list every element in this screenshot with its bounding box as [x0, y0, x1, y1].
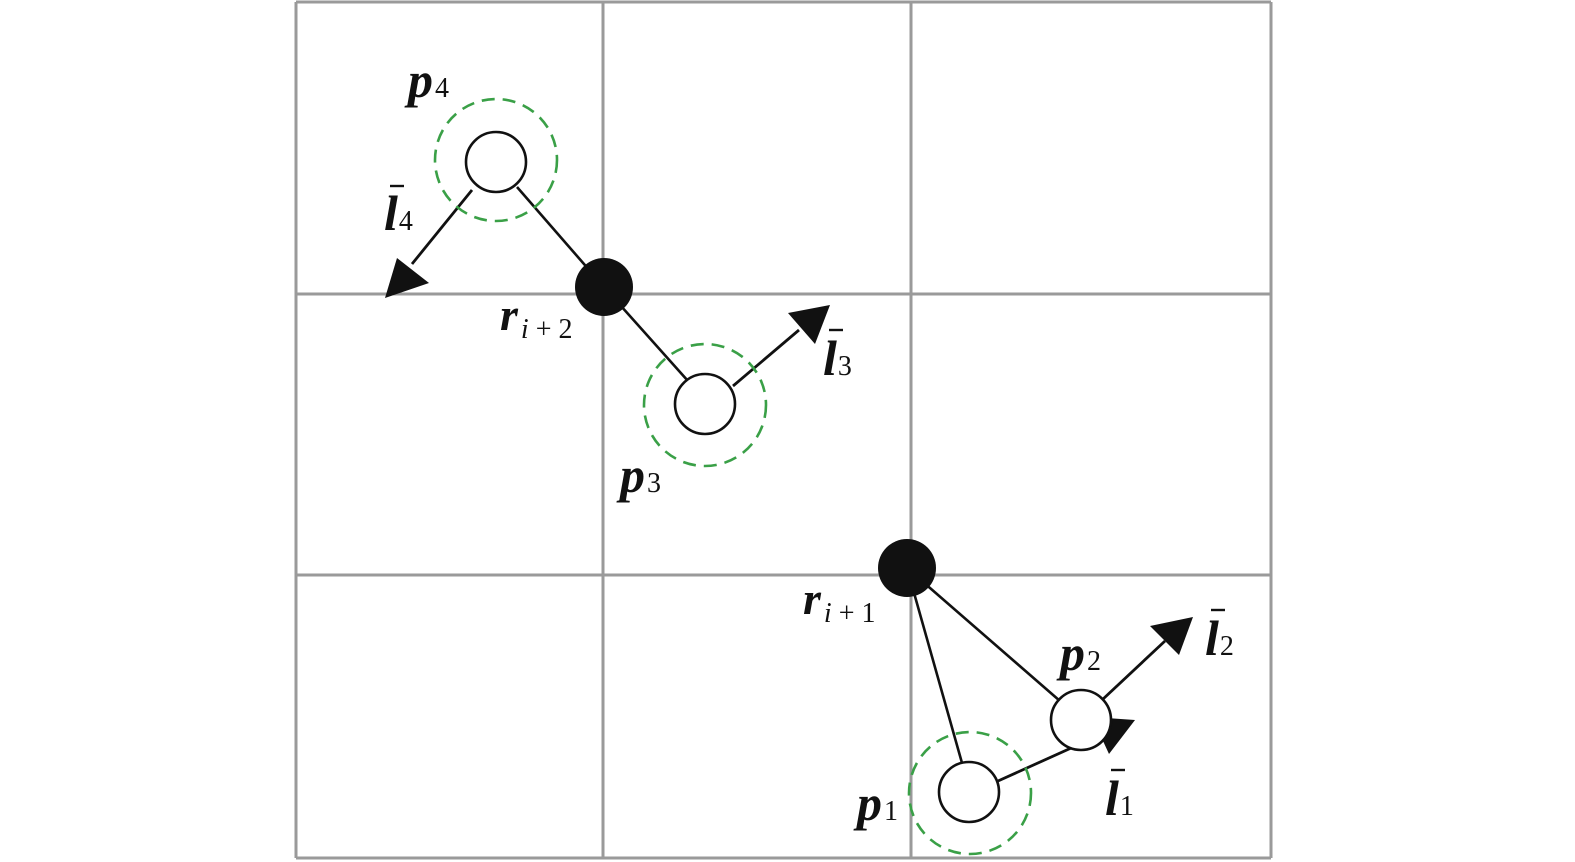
points	[464, 130, 1113, 824]
vector-l2	[1101, 617, 1193, 702]
halo-p1	[907, 730, 1033, 856]
label-p1: p1	[853, 775, 898, 831]
label-l4: l4	[384, 185, 413, 241]
labels: p4 p3 p2 p1 l4 l3 l2 l1	[384, 52, 1234, 831]
halo-p3	[642, 342, 768, 468]
label-p3: p3	[616, 447, 661, 503]
point-p1	[937, 760, 1001, 824]
label-l1: l1	[1105, 770, 1134, 826]
node-r-i-plus-1	[878, 539, 936, 597]
link-r1-p1	[905, 567, 964, 764]
node-r-i-plus-2	[575, 258, 633, 316]
label-p2: p2	[1056, 625, 1101, 681]
label-l3: l3	[823, 330, 852, 386]
vectors	[385, 189, 1193, 783]
point-p3	[673, 372, 737, 436]
vector-l3	[732, 305, 830, 388]
arrowhead-l3	[788, 305, 830, 344]
label-p4: p4	[404, 52, 449, 108]
arrowhead-l2	[1150, 617, 1193, 655]
halos	[433, 97, 1033, 856]
reference-nodes	[575, 258, 936, 597]
grid	[294, 0, 1273, 860]
link-r1-p2	[906, 567, 1061, 702]
vector-l4	[385, 189, 474, 298]
label-l2: l2	[1205, 610, 1234, 666]
point-p4	[464, 130, 528, 194]
arrowhead-l4	[385, 258, 429, 298]
point-p2	[1049, 688, 1113, 752]
halo-p4	[433, 97, 559, 223]
